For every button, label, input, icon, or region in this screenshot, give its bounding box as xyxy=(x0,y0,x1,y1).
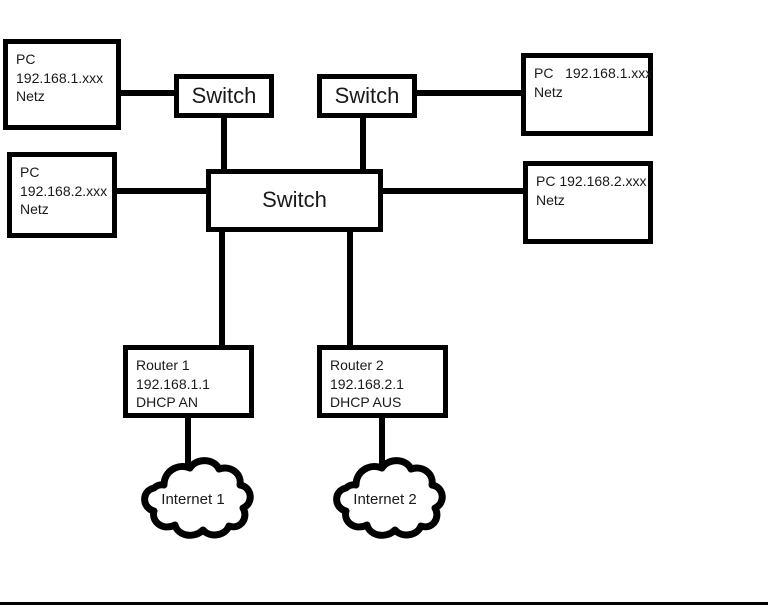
cloud-internet-2[interactable]: Internet 2 xyxy=(322,455,448,543)
switch-box-top-right[interactable]: Switch xyxy=(317,74,417,118)
link-pc-bottom-left-to-center-switch xyxy=(110,188,215,194)
switch-box-top-left[interactable]: Switch xyxy=(174,74,274,118)
pc-box-bottom-left[interactable]: PC 192.168.2.xxx Netz xyxy=(7,152,117,238)
router-2-text: Router 2 192.168.2.1 DHCP AUS xyxy=(330,357,404,411)
pc-bottom-right-text: PC 192.168.2.xxx Netz xyxy=(536,173,647,208)
pc-bottom-left-text: PC 192.168.2.xxx Netz xyxy=(20,164,108,218)
cloud-internet-1[interactable]: Internet 1 xyxy=(130,455,256,543)
switch-center-label: Switch xyxy=(262,187,327,213)
bottom-horizontal-rule xyxy=(0,602,768,605)
router-1-text: Router 1 192.168.1.1 DHCP AN xyxy=(136,357,210,411)
switch-top-right-label: Switch xyxy=(334,82,400,108)
link-router-1-to-internet-1 xyxy=(185,414,191,476)
pc-box-bottom-right[interactable]: PC 192.168.2.xxx Netz xyxy=(523,161,653,244)
cloud-shape-icon xyxy=(333,457,446,539)
switch-top-left-label: Switch xyxy=(191,82,257,108)
switch-box-center[interactable]: Switch xyxy=(206,169,383,232)
cloud-shape-icon xyxy=(141,457,254,539)
link-center-switch-to-router-1 xyxy=(219,226,225,350)
link-switch-top-right-to-center-switch xyxy=(360,112,366,176)
router-box-2[interactable]: Router 2 192.168.2.1 DHCP AUS xyxy=(317,345,448,418)
pc-box-top-left[interactable]: PC 192.168.1.xxx Netz xyxy=(3,39,121,130)
link-center-switch-to-router-2 xyxy=(347,226,353,350)
link-switch-top-right-to-pc-top-right xyxy=(410,90,530,96)
link-center-switch-to-pc-bottom-right xyxy=(378,188,528,194)
router-box-1[interactable]: Router 1 192.168.1.1 DHCP AN xyxy=(123,345,254,418)
pc-top-left-text: PC 192.168.1.xxx Netz xyxy=(16,51,104,105)
link-switch-top-left-to-center-switch xyxy=(221,112,227,176)
link-pc-top-left-to-switch-top-left xyxy=(112,90,182,96)
pc-top-right-text: PC 192.168.1.xxx Netz xyxy=(534,65,653,100)
pc-box-top-right[interactable]: PC 192.168.1.xxx Netz xyxy=(521,53,653,136)
link-router-2-to-internet-2 xyxy=(379,414,385,476)
